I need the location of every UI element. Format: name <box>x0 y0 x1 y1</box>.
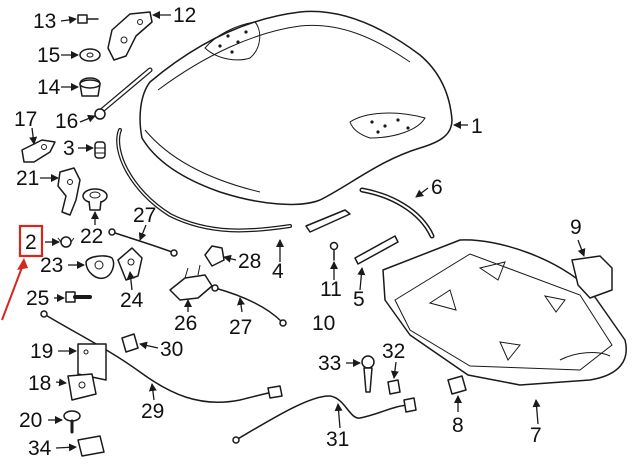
callout-15: 15 <box>37 44 60 67</box>
insulator <box>117 247 143 281</box>
release-handle <box>67 373 97 401</box>
callout-14: 14 <box>37 76 61 99</box>
callout-8: 8 <box>452 414 464 437</box>
callout-3: 3 <box>63 137 75 160</box>
support-strut <box>94 67 153 120</box>
screw <box>63 410 81 434</box>
highlight-arrow <box>1 261 25 321</box>
retainer-clip <box>447 375 467 395</box>
hood-hinge <box>107 11 153 61</box>
callout-10: 10 <box>312 312 335 335</box>
callout-18: 18 <box>28 372 51 395</box>
bolt <box>77 14 99 24</box>
callout-19: 19 <box>30 340 53 363</box>
insulator-bracket <box>571 255 613 299</box>
callout-33: 33 <box>318 352 341 375</box>
callout-labels: 1 2 3 4 5 6 7 8 9 10 11 12 13 14 15 16 1… <box>14 4 582 460</box>
callout-31: 31 <box>326 428 349 451</box>
callout-2: 2 <box>25 231 37 254</box>
callout-21: 21 <box>16 167 39 190</box>
mounting-plate <box>77 343 107 381</box>
seal-strip <box>305 209 351 261</box>
latch-bracket <box>57 167 81 216</box>
callout-34: 34 <box>28 437 52 460</box>
bracket <box>21 139 56 163</box>
highlight-box <box>18 224 44 258</box>
callout-12: 12 <box>173 4 196 27</box>
callout-7: 7 <box>530 424 542 447</box>
callout-6: 6 <box>431 176 443 199</box>
handle-bezel <box>77 435 105 457</box>
release-cable <box>40 310 283 404</box>
callout-11: 11 <box>320 278 342 301</box>
bolt <box>387 379 401 395</box>
callout-32: 32 <box>382 340 405 363</box>
grommet <box>82 188 108 211</box>
callout-9: 9 <box>570 216 582 239</box>
callout-1: 1 <box>471 115 483 138</box>
clip <box>57 236 75 248</box>
latch-plate <box>85 255 115 280</box>
trim-strip <box>354 235 399 265</box>
bolt <box>65 291 92 303</box>
callout-4: 4 <box>272 260 284 283</box>
callout-28: 28 <box>238 250 261 273</box>
release-cable-main <box>232 395 417 444</box>
seal <box>359 187 435 239</box>
hood-latch <box>169 264 213 301</box>
callout-5: 5 <box>353 288 365 311</box>
callout-13: 13 <box>33 10 56 33</box>
callout-17: 17 <box>14 108 37 131</box>
callout-22: 22 <box>80 225 103 248</box>
callout-leader-lines <box>29 11 586 452</box>
highlight-arrowhead <box>17 258 28 270</box>
release-cable-upper <box>108 228 178 257</box>
callout-30: 30 <box>160 338 183 361</box>
callout-27a: 27 <box>133 204 156 227</box>
callout-16: 16 <box>55 110 78 133</box>
callout-20: 20 <box>19 409 42 432</box>
callout-29: 29 <box>141 400 164 423</box>
callout-26: 26 <box>174 312 197 335</box>
hood-panel <box>139 10 453 206</box>
callout-27b: 27 <box>229 316 252 339</box>
cable-clip <box>204 245 225 267</box>
cable-clip <box>121 333 139 353</box>
actuator <box>361 355 375 393</box>
callout-23: 23 <box>40 254 63 277</box>
bump-stop <box>94 141 106 159</box>
washer <box>79 48 101 62</box>
callout-25: 25 <box>26 287 49 310</box>
callout-24: 24 <box>120 289 144 312</box>
weatherstrip <box>116 128 292 233</box>
hood-insulator <box>382 239 627 386</box>
release-cable-lower <box>211 284 287 327</box>
bumper <box>79 77 101 97</box>
